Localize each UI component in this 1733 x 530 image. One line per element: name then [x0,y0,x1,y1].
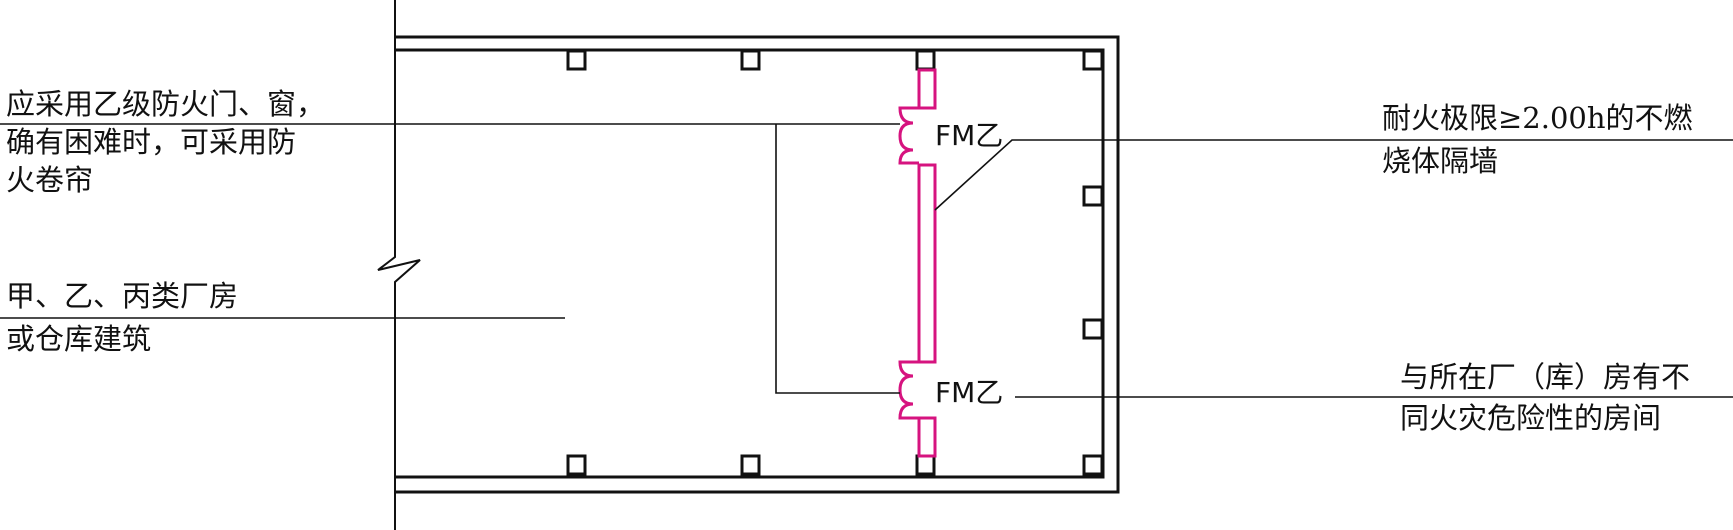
note-line: 确有困难时，可采用防 [6,125,297,159]
note-line: 烧体隔墙 [1382,144,1499,178]
door-requirement-note: 应采用乙级防火门、窗， 确有困难时，可采用防 火卷帘 [6,85,325,199]
wall-segment-middle [917,163,937,364]
note-line: 同火灾危险性的房间 [1400,401,1662,435]
note-line: 或仓库建筑 [6,322,152,356]
wall-segment-bottom [917,416,937,458]
column [566,454,587,476]
column [566,49,587,71]
column [915,454,936,476]
column [1082,454,1104,476]
wall-segment-top [917,68,937,110]
break-line [377,0,421,530]
fire-door-lower [898,360,919,420]
note-line: 火卷帘 [6,163,94,197]
note-line: 与所在厂（库）房有不 [1400,360,1691,394]
fire-partition-wall [917,68,937,458]
building-type-note: 甲、乙、丙类厂房 或仓库建筑 [6,277,238,358]
special-room-note: 与所在厂（库）房有不 同火灾危险性的房间 [1400,358,1690,437]
column [915,49,936,71]
leader-lines [0,123,1733,398]
fire-door-upper [898,106,919,165]
columns [566,49,1104,476]
note-line: 甲、乙、丙类厂房 [6,279,239,313]
outer-wall-line [395,35,1120,494]
door-code-upper: FM乙 [935,119,1003,152]
partition-wall-note: 耐火极限≥2.00h的不燃 烧体隔墙 [1382,99,1693,180]
note-line: 应采用乙级防火门、窗， [6,87,326,121]
column [740,454,761,476]
inner-wall-line [395,48,1105,479]
door-code-lower: FM乙 [935,376,1003,409]
column [1082,185,1104,207]
leader-partition-wall [934,139,1733,211]
leader-door-requirement-branch [775,124,900,394]
note-line: 耐火极限≥2.00h的不燃 [1382,101,1693,135]
column [1082,49,1104,71]
column [740,49,761,71]
column [1082,318,1104,340]
